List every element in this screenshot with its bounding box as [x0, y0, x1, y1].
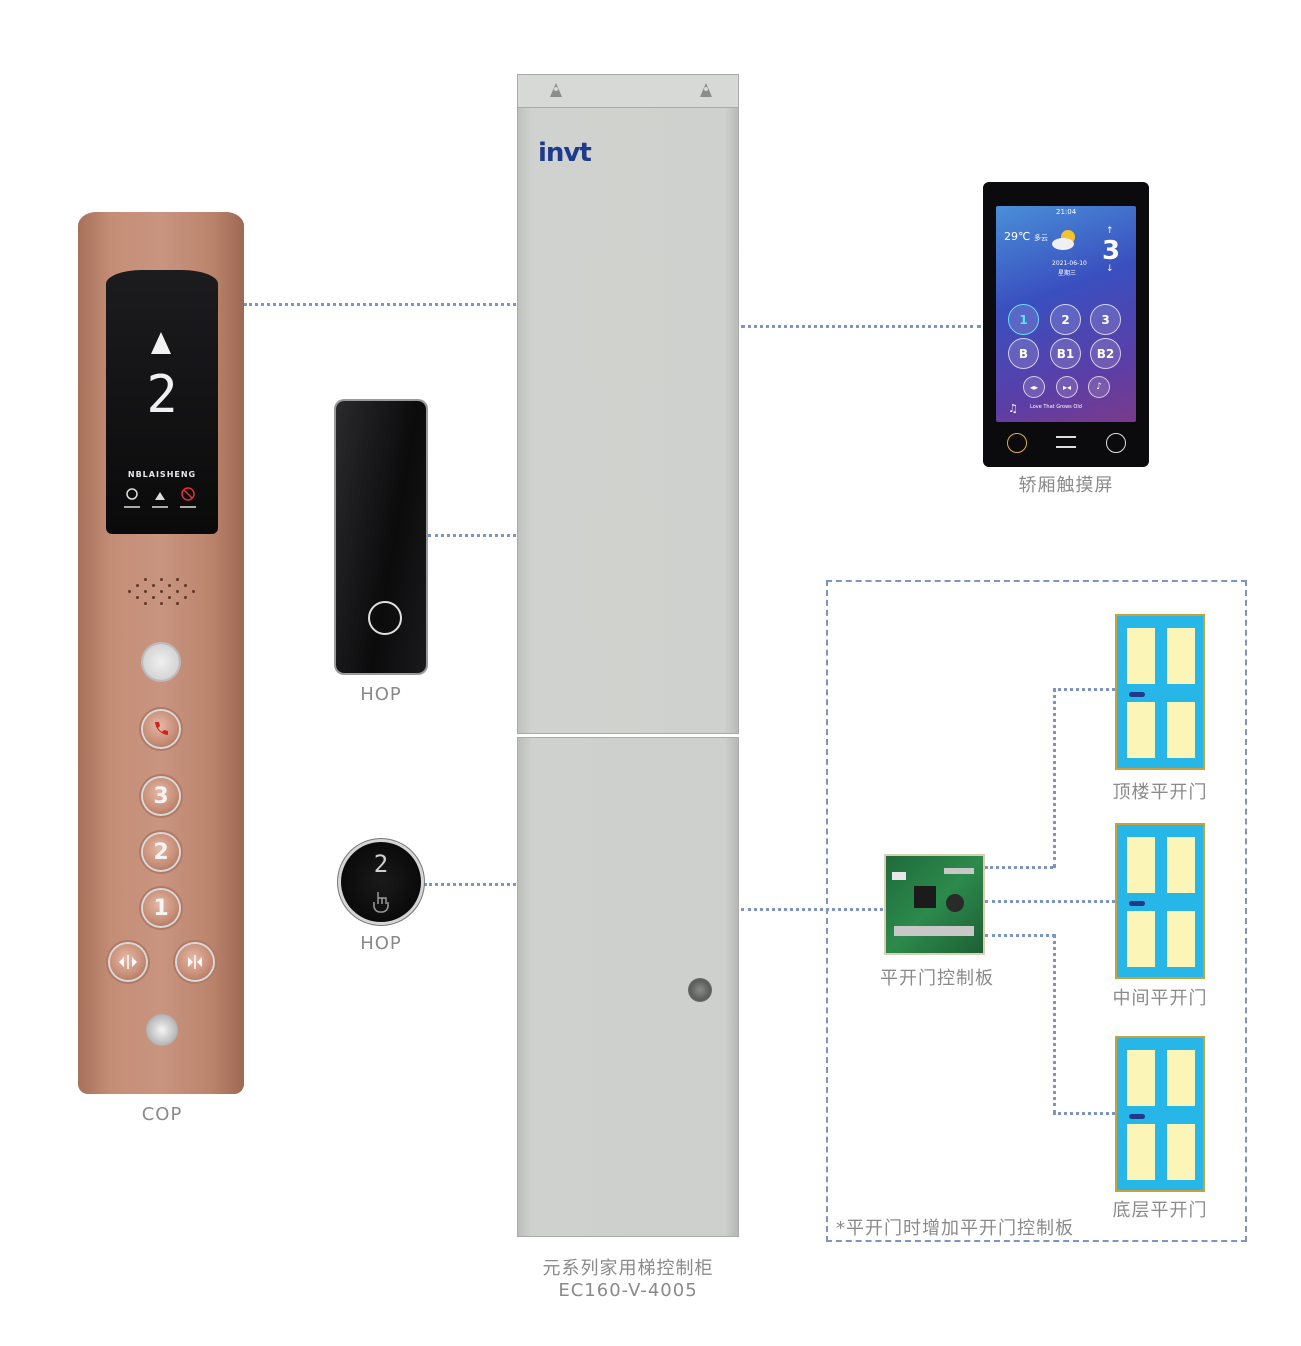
touch-hand-icon[interactable]	[370, 888, 392, 914]
door-handle-icon	[1129, 901, 1145, 906]
hop-bottom-floor-display: 2	[373, 850, 389, 878]
hop-bottom-label: HOP	[360, 933, 402, 954]
door-handle-icon	[1129, 692, 1145, 697]
screen-song: Love That Grows Old	[1030, 404, 1082, 410]
floor-1-button[interactable]: 1	[143, 890, 179, 926]
hop-call-button[interactable]	[368, 601, 402, 635]
screen-date: 2021-06-10	[1052, 260, 1087, 267]
screen-floor-b-button[interactable]: B	[1008, 338, 1039, 369]
board-to-bottom-door-h1	[985, 934, 1055, 937]
board-connector	[741, 908, 883, 911]
up-arrow-icon	[151, 332, 171, 354]
camera-lens	[143, 644, 179, 680]
bottom-door-label: 底层平开门	[1112, 1200, 1208, 1221]
board-to-bottom-door-v	[1053, 934, 1056, 1114]
screen-floor-3-button[interactable]: 3	[1090, 304, 1121, 335]
screen-bell-button[interactable]: ♪	[1088, 376, 1110, 398]
screen-current-floor: 3	[1102, 236, 1121, 266]
capacity-icons	[124, 487, 196, 508]
board-to-bottom-door-h2	[1053, 1112, 1115, 1115]
door-open-icon	[119, 955, 137, 969]
screen-weekday: 星期三	[1058, 270, 1077, 277]
hop-bottom-panel	[341, 842, 421, 922]
cabinet-top-cap	[517, 74, 739, 108]
screen-floor-1-button[interactable]: 1	[1008, 304, 1039, 335]
screen-floor-b1-button[interactable]: B1	[1050, 338, 1081, 369]
music-note-icon: ♫	[1008, 402, 1018, 415]
top-floor-door	[1115, 614, 1205, 770]
screen-down-arrow-icon: ↓	[1106, 264, 1114, 274]
bottom-floor-door	[1115, 1036, 1205, 1192]
door-control-region	[826, 580, 1247, 1242]
middle-floor-door	[1115, 823, 1205, 979]
cabinet-label-line1: 元系列家用梯控制柜	[542, 1258, 714, 1279]
screen-time: 21:04	[1056, 208, 1077, 216]
door-close-icon	[188, 955, 202, 969]
screen-weather: 多云	[1034, 234, 1048, 242]
board-to-top-door-h2	[1053, 688, 1115, 691]
mounting-hook-icon	[700, 83, 712, 97]
screen-temperature: 29℃	[1004, 230, 1031, 243]
screen-up-arrow-icon: ↑	[1106, 226, 1114, 236]
cabinet-label-line2: EC160-V-4005	[558, 1280, 698, 1301]
alarm-button[interactable]	[143, 711, 179, 747]
cloud-sun-icon	[1052, 230, 1075, 250]
hop-top-connector	[428, 534, 516, 537]
screen-door-button[interactable]	[1106, 433, 1126, 453]
middle-door-label: 中间平开门	[1112, 988, 1208, 1009]
top-door-label: 顶楼平开门	[1112, 782, 1208, 803]
hop-bottom-connector	[424, 883, 516, 886]
mounting-hook-icon	[550, 83, 562, 97]
screen-menu-icon[interactable]	[1056, 436, 1076, 448]
floor-2-button[interactable]: 2	[143, 834, 179, 870]
board-to-middle-door	[985, 900, 1115, 903]
screen-floor-b2-button[interactable]: B2	[1090, 338, 1121, 369]
board-to-top-door-v	[1053, 688, 1056, 868]
key-switch[interactable]	[146, 1014, 178, 1046]
invt-logo: invt	[538, 138, 592, 168]
cabinet-lock[interactable]	[688, 978, 712, 1002]
screen-door-close-button[interactable]: ▸◂	[1056, 376, 1078, 398]
cop-floor-display: 2	[146, 365, 178, 425]
door-handle-icon	[1129, 1114, 1145, 1119]
screen-phone-button[interactable]	[1007, 433, 1027, 453]
phone-icon	[155, 722, 168, 735]
door-board-label: 平开门控制板	[880, 968, 994, 989]
cop-display	[106, 270, 218, 534]
control-cabinet-upper	[517, 74, 739, 734]
door-board-note: *平开门时增加平开门控制板	[836, 1218, 1074, 1239]
screen-door-open-button[interactable]: ◂▸	[1023, 376, 1045, 398]
speaker-grille	[118, 578, 206, 608]
board-to-top-door-h1	[985, 866, 1053, 869]
door-open-button[interactable]	[110, 944, 146, 980]
screen-connector	[741, 325, 981, 328]
cop-brand: NBLAISHENG	[127, 470, 197, 479]
door-control-board	[884, 854, 985, 955]
hop-top-label: HOP	[360, 684, 402, 705]
cop-connector	[244, 303, 516, 306]
door-close-button[interactable]	[177, 944, 213, 980]
screen-floor-2-button[interactable]: 2	[1050, 304, 1081, 335]
floor-3-button[interactable]: 3	[143, 778, 179, 814]
cop-label: COP	[141, 1104, 183, 1125]
touch-screen-label: 轿厢触摸屏	[1018, 475, 1114, 496]
